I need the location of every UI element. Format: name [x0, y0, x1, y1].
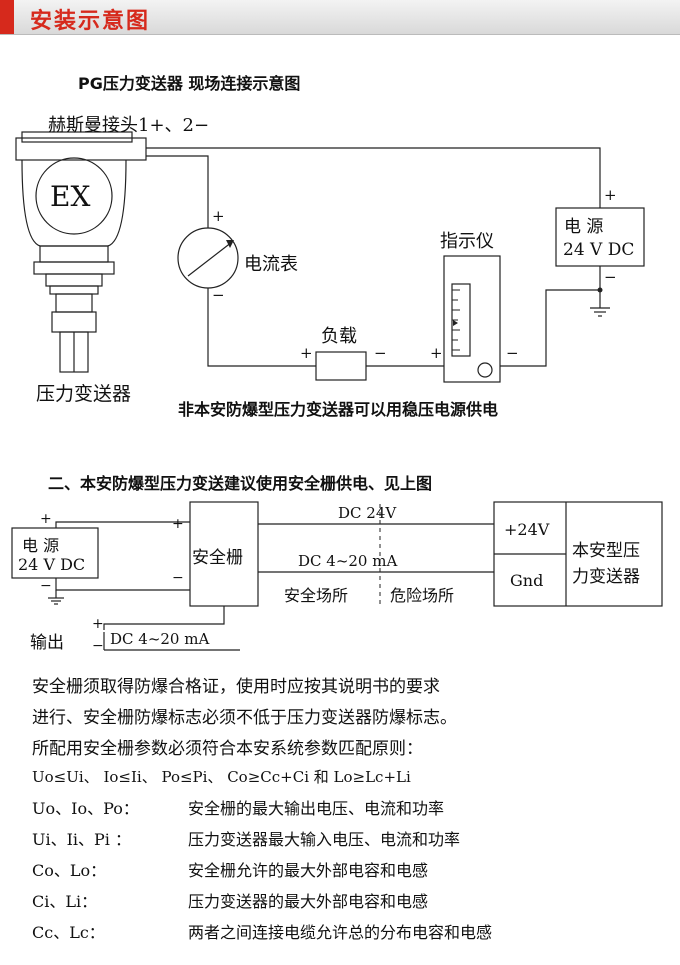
ammeter-label: 电流表: [244, 254, 298, 275]
device-label-2: 力变送器: [572, 567, 640, 587]
indicator-plus: +: [430, 344, 443, 362]
output-minus: −: [92, 638, 104, 654]
power-label-1: 电 源: [564, 217, 604, 237]
definition-text: 压力变送器最大输入电压、电流和功率: [188, 830, 461, 849]
power2-minus: −: [40, 578, 52, 594]
gnd-label: Gnd: [510, 571, 544, 590]
output-label: 输出: [30, 633, 64, 653]
barrier-minus: −: [172, 570, 184, 586]
transmitter-head: [35, 157, 113, 235]
indicator-label: 指示仪: [440, 231, 494, 252]
definition-key: Cc、Lc：: [32, 923, 105, 942]
ex-label: EX: [50, 180, 91, 213]
power2-label-2: 24 V DC: [18, 555, 86, 574]
transmitter-drawing: [15, 131, 147, 373]
barrier-label: 安全栅: [192, 548, 243, 568]
load-minus: −: [374, 344, 387, 362]
regulated-supply-note: 非本安防爆型压力变送器可以用稳压电源供电: [178, 400, 499, 419]
requirement-line-2: 进行、安全栅防爆标志必须不低于压力变送器防爆标志。: [32, 708, 457, 728]
ammeter-symbol: [177, 227, 239, 289]
output-plus: +: [92, 616, 104, 632]
requirement-line-1: 安全栅须取得防爆合格证，使用时应按其说明书的要求: [32, 677, 440, 697]
power-minus: −: [604, 268, 617, 286]
hart-connector-label: 赫斯曼接头1+、2−: [48, 115, 210, 136]
load-box: [315, 351, 367, 381]
definition-key: Co、Lo：: [32, 861, 107, 880]
page-title: 安装示意图: [30, 9, 151, 34]
definition-key: Uo、Io、Po：: [32, 799, 139, 818]
section1-title: PG压力变送器 现场连接示意图: [78, 74, 301, 93]
device-label-1: 本安型压: [572, 541, 640, 561]
ammeter-plus: +: [212, 207, 225, 225]
dc24-label: DC 24V: [338, 504, 397, 522]
ammeter-needle: [187, 241, 233, 277]
power-box-1: [555, 207, 645, 267]
ammeter-minus: −: [212, 286, 225, 304]
power-plus: +: [604, 186, 617, 204]
power2-label-1: 电 源: [22, 536, 60, 555]
header-accent: [0, 0, 14, 34]
requirement-line-3: 所配用安全栅参数必须符合本安系统参数匹配原则：: [32, 739, 423, 759]
load-plus: +: [300, 344, 313, 362]
power2-plus: +: [40, 511, 52, 527]
definition-key: Ui、Ii、Pi ：: [32, 830, 132, 849]
transmitter-label: 压力变送器: [36, 383, 132, 405]
wiring-diagram-1: [15, 131, 645, 383]
indicator-minus: −: [506, 344, 519, 362]
indicator-box: [443, 255, 501, 383]
parameter-formula: Uo≤Ui、 Io≤Ii、 Po≤Pi、 Co≥Cc+Ci 和 Lo≥Lc+Li: [32, 768, 411, 786]
hazard-area-label: 危险场所: [390, 586, 455, 605]
definition-text: 安全栅允许的最大外部电容和电感: [188, 861, 429, 880]
definition-text: 两者之间连接电缆允许总的分布电容和电感: [188, 923, 493, 942]
load-label: 负载: [321, 326, 357, 347]
section2-title: 二、本安防爆型压力变送建议使用安全栅供电、见上图: [48, 474, 433, 493]
dc420-label: DC 4~20 mA: [298, 552, 398, 570]
definition-key: Ci、Li：: [32, 892, 98, 911]
output-value: DC 4~20 mA: [110, 630, 210, 648]
power-label-2: 24 V DC: [563, 240, 635, 260]
definition-text: 安全栅的最大输出电压、电流和功率: [188, 799, 445, 818]
header-bar: 安装示意图: [0, 0, 680, 35]
safe-area-label: 安全场所: [284, 586, 349, 605]
barrier-plus: +: [172, 516, 184, 532]
plus24-label: +24V: [504, 520, 550, 539]
definition-text: 压力变送器的最大外部电容和电感: [188, 892, 429, 911]
